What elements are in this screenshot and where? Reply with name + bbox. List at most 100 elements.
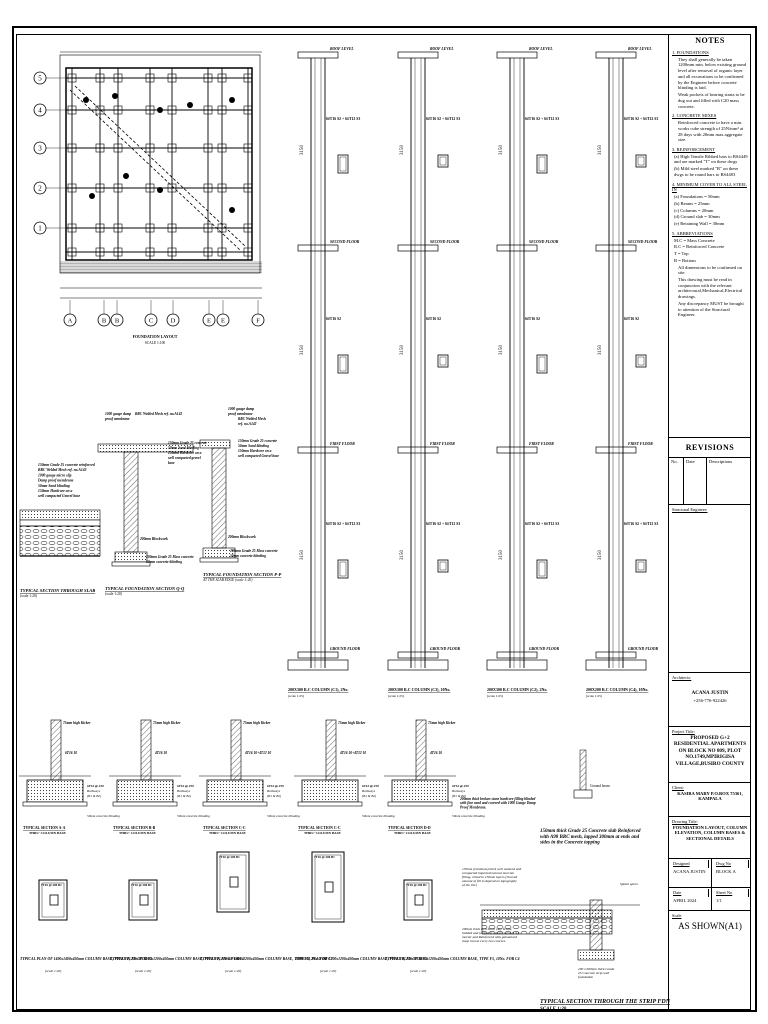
q-section-note: 1000 gauge damp [105, 412, 131, 416]
base-plan-outline [38, 879, 68, 921]
rebar-label: 6#T16 S2 + 6#T12 S3 [326, 117, 360, 121]
strip-splash-note: Splash apron [620, 882, 638, 886]
slab-note: 150mm Hardcore on a [38, 489, 72, 493]
grid-column-label: A [68, 318, 73, 325]
base-plan-scale: (scale 1:20) [410, 969, 427, 973]
note-line: They shall generally be taken 1200mm min… [678, 56, 747, 91]
scale-value: AS SHOWN(A1) [678, 920, 742, 931]
strip-hardcore-note: 200mm thick broken stone hardcore fillin… [459, 797, 536, 809]
base-section-subtitle: THRU' COLUMN BASE [209, 831, 246, 835]
base-b1b2: (B1 & B2) [177, 794, 192, 798]
base-b1b2: (B1 & B2) [87, 794, 102, 798]
base-blinding: 50mm concrete blinding [87, 814, 120, 818]
slab-section-title: TYPICAL SECTION THROUGH SLAB [20, 588, 95, 593]
rebar-label: 6#T16 S2 + 6#T12 S3 [624, 117, 658, 121]
column-elevations: ROOF LEVEL SECOND FLOOR FIRST FLOOR GROUND … [287, 47, 659, 698]
date-value: APRIL 2024 [673, 897, 697, 903]
p-section-note: well compacted Gravel base [238, 454, 279, 458]
grid-column-bubble [202, 313, 216, 327]
base-bothways: Bothways [87, 789, 101, 793]
q-section-note: 200mm Blockwork [139, 537, 168, 541]
q-section-note: proof membrane [104, 417, 130, 421]
base-footing [26, 779, 84, 803]
storey-height-label: 3150 [598, 345, 603, 356]
dwg-value: BLOCK A [716, 868, 736, 874]
level-label-ground: GROUND FLOOR [430, 647, 461, 651]
rebar-label: 6#T16 S2 [426, 317, 441, 321]
base-b1b2: (B1 & B2) [452, 794, 467, 798]
level-label-second: SECOND FLOOR [628, 240, 658, 244]
level-label-first: FIRST FLOOR [330, 442, 355, 446]
date-row: Date APRIL 2024 Sheet No 1/1 [669, 888, 751, 911]
rebar-label: 6#T16 S2 + 6#T12 S3 [624, 522, 658, 526]
drawing-sheet-border [12, 26, 757, 1012]
column-section-detail [437, 559, 449, 573]
storey-height-label: 3150 [598, 550, 603, 561]
column-elevation-title: 200X300 R.C COLUMN (C2), 2No. [487, 687, 547, 692]
foundation-plan-title: FOUNDATION LAYOUT [133, 334, 178, 339]
p-section-note: proof membrane [227, 412, 253, 416]
slab-note: Damp proof membrane [37, 479, 74, 483]
p-section-note: ref. no.A142 [238, 422, 257, 426]
base-bottom-bars: 6T16 @ 250 [362, 784, 379, 788]
grid-column-label: B [102, 318, 107, 325]
base-bothways: Bothways [452, 789, 466, 793]
p-section-title: TYPICAL FOUNDATION SECTION P-P [203, 572, 281, 577]
base-bars-label: 4T16 10+4T12 10 [244, 751, 271, 755]
slab-note: 1000 gauge micro slip [38, 473, 72, 477]
column-section-detail [536, 354, 548, 374]
base-plan-scale: (scale 1:20) [320, 969, 337, 973]
grid-column-bubble [63, 313, 77, 327]
base-section-subtitle: THRU' COLUMN BASE [304, 831, 341, 835]
note-line: Reinforced concrete to have a min. works… [678, 120, 744, 143]
client-name: KASIBA MARY P.O.BOX 75361, KAMPALA [677, 790, 743, 802]
p-section-note: 150mm Hardcore on a [238, 449, 272, 453]
q-section-note: 50mm Sand blinding [168, 446, 199, 450]
base-section-subtitle: THRU' COLUMN BASE [29, 831, 66, 835]
base-bars-label: 4T16 10 [429, 751, 442, 755]
storey-height-label: 3150 [400, 145, 405, 156]
rebar-label: 6#T16 S2 [326, 317, 341, 321]
base-plan-scale: (scale 1:20) [45, 969, 62, 973]
column-section-detail [536, 559, 548, 579]
storey-height-label: 3150 [300, 345, 305, 356]
column-section-detail [536, 154, 548, 174]
base-plan-title: TYPICAL PLAN OF 1400x1400x450mm COLUMN B… [20, 957, 153, 961]
level-label-ground: GROUND FLOOR [529, 647, 560, 651]
base-bothways: Bothways [177, 789, 191, 793]
base-plan-scale: (scale 1:20) [135, 969, 152, 973]
base-section-subtitle: THRU' COLUMN BASE [394, 831, 431, 835]
level-label-roof: ROOF LEVEL [430, 47, 454, 51]
foundation-plan [59, 51, 262, 299]
structural-engineer-box: Structural Engineer: [669, 505, 751, 673]
level-label-roof: ROOF LEVEL [529, 47, 553, 51]
base-footing [391, 779, 449, 803]
rebar-label: 6#T16 S2 + 6#T12 S3 [525, 522, 559, 526]
column-stub [415, 719, 427, 781]
column-stub [325, 719, 337, 781]
drawing-title-label: Drawing Title: [672, 819, 698, 824]
base-footing [301, 779, 359, 803]
revisions-table: No. Date Descriptions [669, 458, 751, 505]
note-line: Weak pockets of bearing strata to be dug… [678, 92, 745, 109]
p-section-note: 50mm Sand blinding [238, 444, 269, 448]
kicker-label: 75mm high Kicker [153, 721, 181, 725]
column-section-detail [635, 154, 647, 168]
grid-column-bubble [166, 313, 180, 327]
grid-column-label: E [207, 318, 211, 325]
column-section-detail [337, 354, 349, 374]
storey-height-label: 3150 [400, 550, 405, 561]
level-label-ground: GROUND FLOOR [628, 647, 659, 651]
note-line: 2. CONCRETE MIXES [672, 113, 717, 119]
project-box: Project Title: PROPOSED G+2 RESIDENTIAL … [669, 727, 751, 783]
base-plan-bar-label: 7T16 @ 200 B1 [406, 883, 427, 887]
grid-column-bubble [97, 313, 111, 327]
level-label-second: SECOND FLOOR [330, 240, 360, 244]
project-label: Project Title: [672, 729, 695, 734]
level-label-ground: GROUND FLOOR [330, 647, 361, 651]
